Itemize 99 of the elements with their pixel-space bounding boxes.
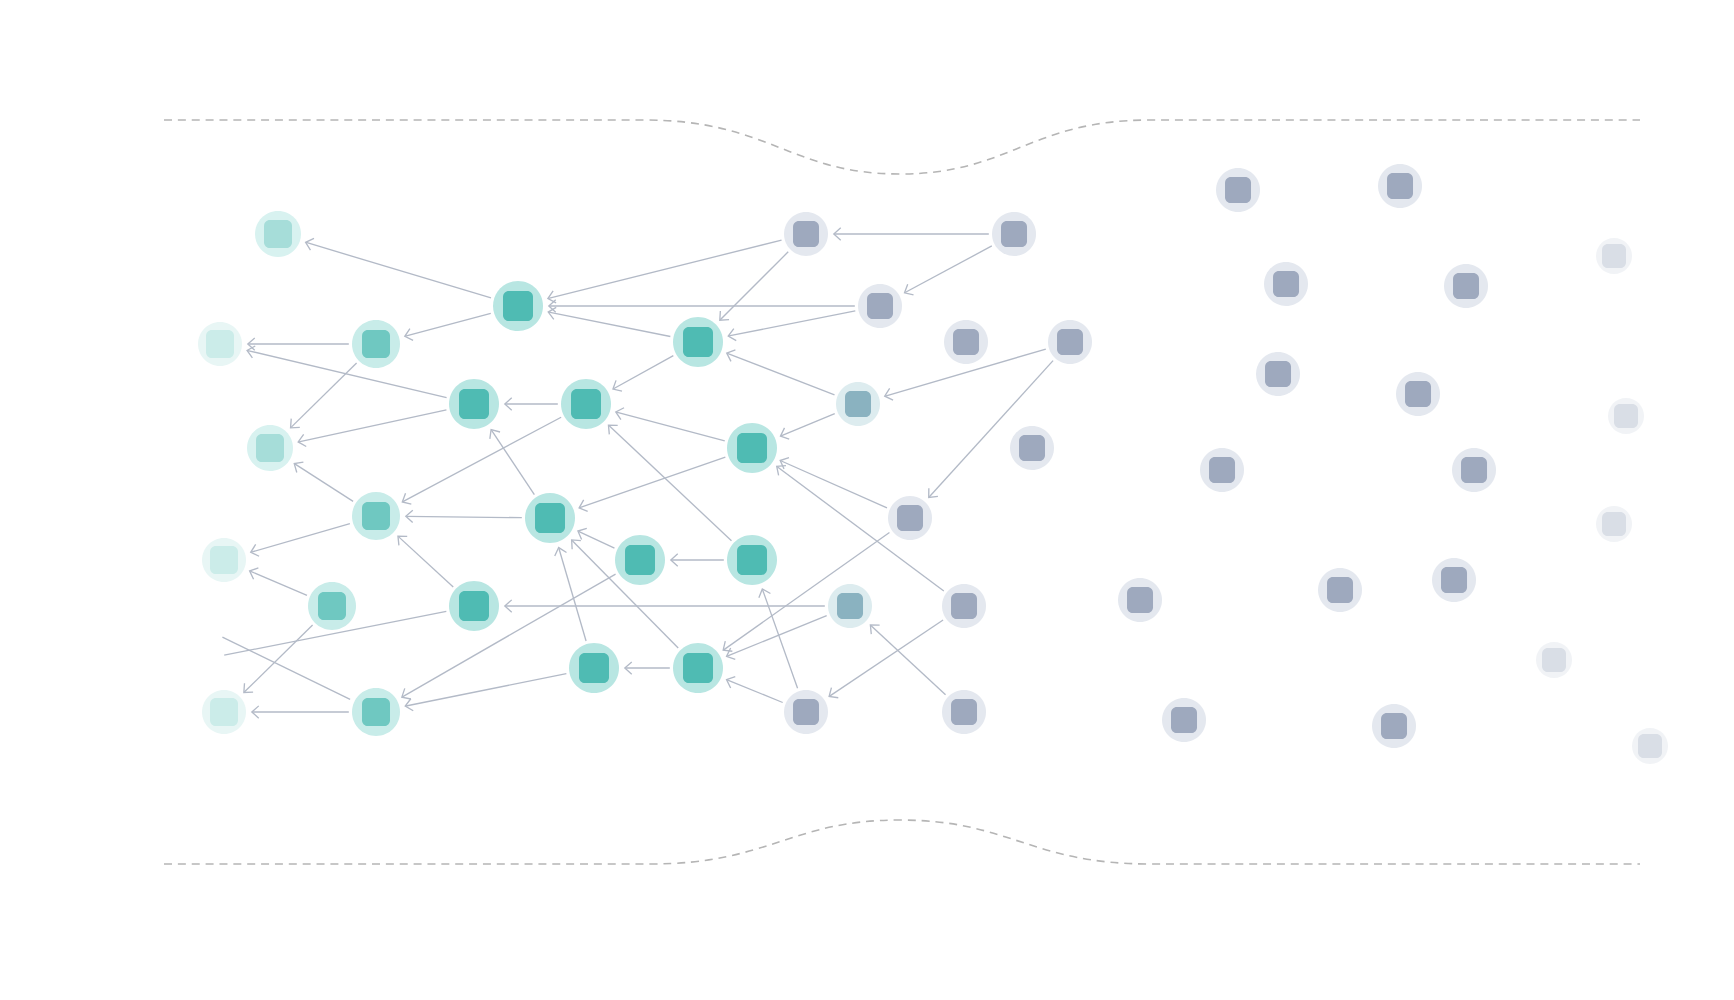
arrow [547,306,672,338]
arrow [614,407,726,442]
network-node [1444,264,1488,308]
network-node [1396,372,1440,416]
network-node [784,690,828,734]
arrow [578,456,727,513]
network-node [1200,448,1244,492]
network-node [198,322,242,366]
arrow [758,588,799,689]
arrow [289,362,358,429]
arrow [243,624,314,694]
network-node [888,496,932,540]
network-node [1608,398,1644,434]
arrow [489,428,536,496]
arrow [903,245,993,296]
network-node [1264,262,1308,306]
arrow [503,599,826,613]
arrow [727,310,856,342]
network-node [727,535,777,585]
network-node [352,688,400,736]
network-node [202,538,246,582]
network-node [784,212,828,256]
network-node [1318,568,1362,612]
arrow [293,461,354,502]
arrow [404,509,523,524]
network-node [493,281,543,331]
network-node [727,423,777,473]
network-node [615,535,665,585]
network-node [352,320,400,368]
arrow [503,397,559,411]
arrow [883,348,1047,401]
network-node [352,492,400,540]
arrow [869,624,947,696]
arrow [725,614,828,661]
arrow [297,409,448,448]
arrow [554,546,587,642]
arrow [828,619,944,699]
network-node [247,425,293,471]
network-node [673,643,723,693]
network-node [1378,164,1422,208]
network-node [1162,698,1206,742]
arrow [623,661,671,675]
network-node [673,317,723,367]
network-node [836,382,880,426]
arrow [719,251,789,321]
arrow [250,705,350,719]
network-node [525,493,575,543]
network-node [1216,168,1260,212]
network-node [1596,238,1632,274]
arrow [570,539,679,649]
arrow [779,413,836,440]
arrow [246,345,448,399]
arrow [577,527,616,549]
network-node [944,320,988,364]
arrow [725,675,784,704]
arrow [403,312,492,342]
arrow [397,535,454,588]
arrow [304,237,492,299]
arrow [248,567,308,596]
arrow [775,464,945,592]
network-node [942,690,986,734]
arrow [400,573,617,700]
network-node [308,582,356,630]
arrow [612,355,674,392]
arrow [928,360,1054,499]
network-node [1432,558,1476,602]
network-node [569,643,619,693]
network-node [1632,728,1668,764]
network-node [828,584,872,628]
network-node [561,379,611,429]
network-node [1536,642,1572,678]
network-node [1048,320,1092,364]
arrow [722,531,891,652]
arrow [547,299,856,313]
arrow [546,239,783,304]
connector-line [223,610,447,656]
network-node [942,584,986,628]
network-node [1256,352,1300,396]
network-node [1118,578,1162,622]
arrow [669,553,725,567]
arrow [725,349,836,396]
connector-line [221,636,351,701]
arrow [832,227,990,241]
arrow [404,672,568,712]
network-node [202,690,246,734]
arrow [246,337,350,351]
network-node [858,284,902,328]
network-node [449,581,499,631]
network-node [992,212,1036,256]
network-node [449,379,499,429]
network-node [1372,704,1416,748]
network-node [1452,448,1496,492]
network-node [1596,506,1632,542]
arrow [249,522,351,557]
arrow [607,424,733,542]
network-node [1010,426,1054,470]
arrow [779,457,888,509]
arrow [401,416,562,505]
network-node [255,211,301,257]
